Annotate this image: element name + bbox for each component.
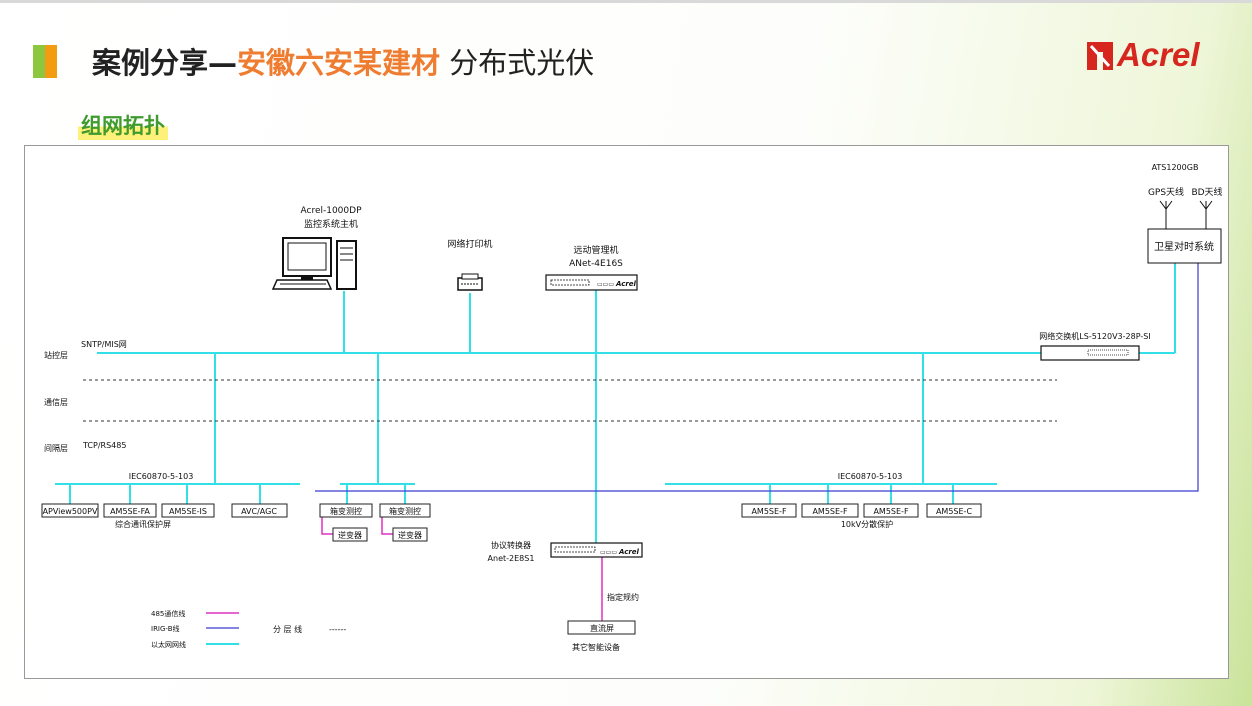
svg-text:AVC/AGC: AVC/AGC [241, 507, 277, 516]
right-device-2: AM5SE-F [801, 503, 859, 518]
iec-left-label: IEC60870-5-103 [129, 472, 194, 481]
svg-text:AM5SE-F: AM5SE-F [812, 507, 847, 516]
box-device-2: 箱变测控 [379, 503, 431, 518]
host-name: Acrel-1000DP [301, 206, 363, 216]
ats-model: ATS1200GB [1152, 163, 1199, 172]
irig-b-line [315, 263, 1199, 492]
converter-device-icon: ▭▭▭ Acrel [550, 542, 643, 558]
bay-layer-label: 间隔层 [44, 444, 68, 453]
topology-diagram: Acrel-1000DP 监控系统主机 网络打印机 远动管理机 ANet-4E1… [24, 145, 1229, 679]
svg-text:▭▭▭: ▭▭▭ [597, 281, 614, 288]
left-group-label: 综合通讯保护屏 [115, 519, 171, 529]
legend-ethernet-label: 以太网网线 [151, 640, 186, 649]
left-device-2: AM5SE-FA [103, 503, 157, 518]
remote-model: ANet-4E16S [569, 259, 623, 269]
tcp-rs485-label: TCP/RS485 [82, 441, 126, 450]
svg-text:AM5SE-C: AM5SE-C [936, 507, 972, 516]
svg-text:Acrel: Acrel [615, 280, 637, 288]
svg-text:AM5SE-IS: AM5SE-IS [169, 507, 207, 516]
legend-rs485-label: 485通信线 [151, 609, 185, 618]
svg-text:箱变测控: 箱变测控 [389, 506, 421, 516]
box-device-1: 箱变测控 [319, 503, 373, 518]
other-devices-label: 其它智能设备 [572, 642, 620, 652]
legend-layer-dash: ------ [329, 625, 346, 634]
remote-name: 远动管理机 [573, 244, 618, 256]
protocol-label: 指定规约 [607, 592, 639, 602]
gps-antenna-label: GPS天线 [1148, 186, 1184, 198]
page-title: 案例分享—安徽六安某建材 分布式光伏 [92, 40, 594, 82]
svg-text:APView500PV: APView500PV [43, 507, 98, 516]
svg-text:AM5SE-F: AM5SE-F [873, 507, 908, 516]
converter-model: Anet-2E8S1 [488, 554, 535, 563]
iec-right-label: IEC60870-5-103 [838, 472, 903, 481]
svg-text:AM5SE-FA: AM5SE-FA [110, 507, 150, 516]
inverter-2: 逆变器 [392, 527, 428, 542]
rs485-inverter-2 [381, 514, 393, 535]
svg-text:逆变器: 逆变器 [338, 530, 362, 540]
legend: 485通信线 IRIG-B线 以太网网线 分 层 线 ------ [151, 609, 346, 649]
right-device-3: AM5SE-F [863, 503, 919, 518]
switch-label: 网络交换机LS-5120V3-28P-SI [1039, 331, 1150, 341]
acrel-logo: Acrel [1085, 36, 1220, 76]
converter-name: 协议转换器 [491, 540, 531, 550]
sntp-net-label: SNTP/MIS网 [81, 340, 127, 349]
computer-icon [271, 237, 357, 290]
rs485-inverter-1 [321, 514, 333, 535]
svg-text:AM5SE-F: AM5SE-F [751, 507, 786, 516]
svg-text:▭▭▭: ▭▭▭ [600, 549, 617, 556]
bd-antenna-label: BD天线 [1191, 186, 1222, 198]
svg-text:直流屏: 直流屏 [590, 623, 614, 633]
host-desc: 监控系统主机 [304, 218, 358, 230]
remote-device-icon: ▭▭▭ Acrel [545, 274, 638, 291]
ats-box [1147, 228, 1222, 264]
printer-label: 网络打印机 [447, 238, 492, 250]
title-accent-orange [45, 45, 57, 78]
title-accent-green [33, 45, 45, 78]
title-highlight: 安徽六安某建材 [237, 46, 441, 80]
left-device-4: AVC/AGC [231, 503, 288, 518]
dc-screen: 直流屏 [567, 620, 636, 635]
network-switch-icon [1040, 345, 1140, 361]
comm-layer-label: 通信层 [44, 397, 68, 407]
title-suffix: 分布式光伏 [440, 46, 595, 80]
logo-mark-icon [1087, 42, 1113, 70]
title-prefix: 案例分享— [92, 46, 238, 80]
antenna-icon [1159, 200, 1213, 229]
printer-icon [457, 273, 483, 291]
right-device-1: AM5SE-F [741, 503, 797, 518]
legend-layer-label: 分 层 线 [273, 624, 302, 634]
topology-svg: Acrel-1000DP 监控系统主机 网络打印机 远动管理机 ANet-4E1… [41, 163, 1223, 652]
left-device-1: APView500PV [41, 503, 99, 518]
legend-irig-label: IRIG-B线 [151, 624, 180, 633]
left-device-3: AM5SE-IS [161, 503, 215, 518]
logo-text: Acrel [1117, 36, 1200, 73]
section-title: 组网拓扑 [78, 110, 168, 140]
top-border-line [0, 0, 1252, 3]
svg-text:逆变器: 逆变器 [398, 530, 422, 540]
svg-text:箱变测控: 箱变测控 [330, 506, 362, 516]
right-group-label: 10kV分散保护 [841, 519, 893, 529]
svg-text:Acrel: Acrel [618, 548, 640, 556]
inverter-1: 逆变器 [332, 527, 368, 542]
ats-box-label: 卫星对时系统 [1154, 240, 1214, 253]
right-device-4: AM5SE-C [926, 503, 982, 518]
station-layer-label: 站控层 [44, 350, 68, 360]
